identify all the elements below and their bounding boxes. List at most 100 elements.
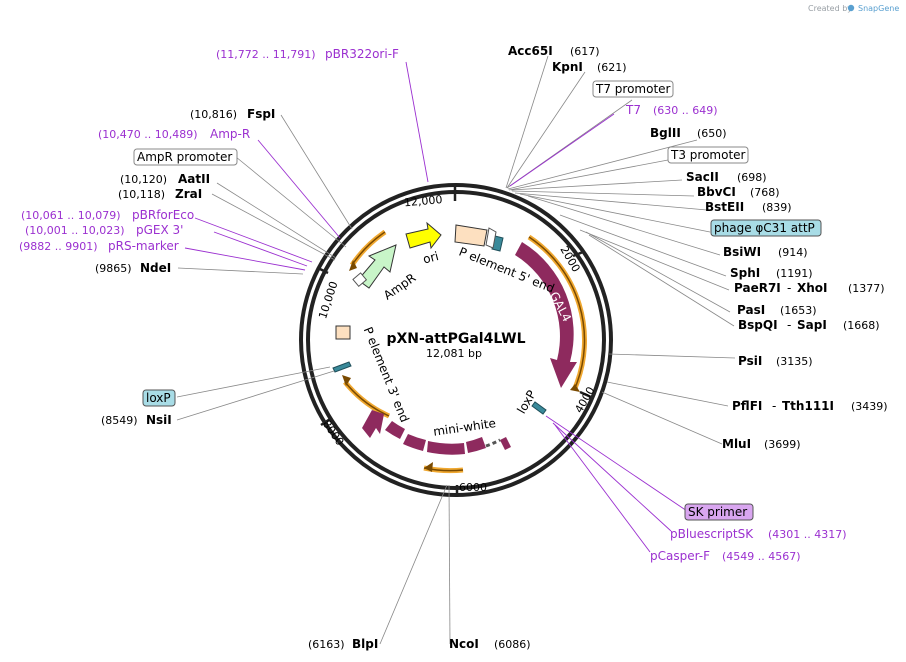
site-fspi-pos: (10,816) <box>190 108 237 121</box>
site-bsteii[interactable]: BstEII <box>705 200 744 214</box>
primer-pbr322ori-range: (11,772 .. 11,791) <box>216 48 316 61</box>
site-bglii-pos: (650) <box>697 127 727 140</box>
primer-pcasper[interactable]: pCasper-F <box>650 549 710 563</box>
tick-label-12000: 12,000 <box>403 193 442 209</box>
snapgene-logo: SnapGene <box>858 4 899 13</box>
site-ndei[interactable]: NdeI <box>140 261 171 275</box>
ori-label: ori <box>421 249 440 267</box>
primer-ampr-range: (10,470 .. 10,489) <box>98 128 198 141</box>
left-site-labels: (10,816) FspI (10,120) AatII (10,118) Zr… <box>95 107 275 427</box>
ampr-promoter-label[interactable]: AmpR promoter <box>137 150 232 164</box>
primer-ampr[interactable]: Amp-R <box>210 127 250 141</box>
primer-pgex[interactable]: pGEX 3' <box>136 223 183 237</box>
arc-arrow-ampr <box>349 260 357 271</box>
site-aatii[interactable]: AatII <box>178 172 210 186</box>
boxed-labels: T7 promoter T3 promoter AmpR promoter ph… <box>133 80 822 521</box>
site-sacii-pos: (698) <box>737 171 767 184</box>
gal4-arrow[interactable] <box>515 242 577 388</box>
site-sapi-pos: (1668) <box>843 319 880 332</box>
site-bsteii-pos: (839) <box>762 201 792 214</box>
site-psii-pos: (3135) <box>776 355 813 368</box>
primer-t7[interactable]: T7 <box>625 103 641 117</box>
mini-white-label: mini-white <box>432 416 496 439</box>
site-aatii-pos: (10,120) <box>120 173 167 186</box>
loxp-left-feature[interactable] <box>332 361 352 373</box>
primer-pbluescriptsk[interactable]: pBluescriptSK <box>670 527 754 541</box>
site-tth111i-pos: (3439) <box>851 400 888 413</box>
tick-marks <box>317 187 592 497</box>
p5-feature[interactable] <box>454 224 488 247</box>
arc-arrow-gal4 <box>570 384 580 392</box>
site-kpni[interactable]: KpnI <box>552 60 583 74</box>
site-blpi[interactable]: BlpI <box>352 637 378 651</box>
site-bsiwi-pos: (914) <box>778 246 808 259</box>
primer-labels: (11,772 .. 11,791) pBR322ori-F T7 (630 .… <box>19 47 847 563</box>
leader-lines <box>176 55 736 645</box>
site-kpni-pos: (621) <box>597 61 627 74</box>
site-fspi[interactable]: FspI <box>247 107 275 121</box>
credit-text: Created by <box>808 4 852 13</box>
site-zrai[interactable]: ZraI <box>175 187 202 201</box>
ampr-label: AmpR <box>381 271 418 303</box>
primer-prs-range: (9882 .. 9901) <box>19 240 98 253</box>
site-nsii-pos: (8549) <box>101 414 138 427</box>
site-blpi-pos: (6163) <box>308 638 345 651</box>
site-xhoi[interactable]: XhoI <box>797 281 828 295</box>
site-bspqi-dash: - <box>787 318 791 332</box>
primer-pbrforeco-range: (10,061 .. 10,079) <box>21 209 121 222</box>
site-psii[interactable]: PsiI <box>738 354 762 368</box>
arc-arrow-white <box>424 462 433 472</box>
site-tth111i[interactable]: Tth111I <box>782 399 834 413</box>
site-nsii[interactable]: NsiI <box>146 413 172 427</box>
site-paer7i[interactable]: PaeR7I <box>734 281 781 295</box>
mini-white-intron <box>485 438 501 448</box>
site-bglii[interactable]: BglII <box>650 126 681 140</box>
attp-label[interactable]: phage φC31 attP <box>714 221 815 235</box>
site-pasi[interactable]: PasI <box>737 303 765 317</box>
site-xhoi-pos: (1377) <box>848 282 885 295</box>
primer-pbluescriptsk-range: (4301 .. 4317) <box>768 528 847 541</box>
primer-t7-range: (630 .. 649) <box>653 104 718 117</box>
mini-white-arrow[interactable] <box>362 408 511 455</box>
site-sacii[interactable]: SacII <box>686 170 719 184</box>
site-paer7i-dash: - <box>787 281 791 295</box>
ampr-promoter-feature[interactable] <box>352 272 368 287</box>
site-pflfi-dash: - <box>772 399 776 413</box>
right-site-labels: Acc65I (617) KpnI (621) BglII (650) SacI… <box>508 44 888 451</box>
primer-pbr322ori[interactable]: pBR322ori-F <box>325 47 399 61</box>
site-sphi[interactable]: SphI <box>730 266 760 280</box>
t7-feature[interactable] <box>485 227 497 249</box>
site-pasi-pos: (1653) <box>780 304 817 317</box>
bottom-site-labels: (6163) BlpI NcoI (6086) <box>308 637 531 651</box>
site-ncoi-pos: (6086) <box>494 638 531 651</box>
site-ndei-pos: (9865) <box>95 262 132 275</box>
plasmid-size: 12,081 bp <box>426 347 482 360</box>
ampr-arrow[interactable] <box>357 244 397 289</box>
site-mlui[interactable]: MluI <box>722 437 751 451</box>
p3-feature[interactable] <box>335 325 351 340</box>
t7-promoter-label[interactable]: T7 promoter <box>595 82 671 96</box>
loxp-left-label[interactable]: loxP <box>146 391 171 405</box>
site-bbvci-pos: (768) <box>750 186 780 199</box>
sk-primer-label[interactable]: SK primer <box>688 505 747 519</box>
site-acc65i[interactable]: Acc65I <box>508 44 553 58</box>
site-acc65i-pos: (617) <box>570 45 600 58</box>
site-bspqi[interactable]: BspQI <box>738 318 778 332</box>
ori-arrow[interactable] <box>405 221 442 250</box>
site-pflfi[interactable]: PflFI <box>732 399 762 413</box>
snapgene-icon <box>847 4 855 12</box>
primer-prs[interactable]: pRS-marker <box>108 239 179 253</box>
loxp-right-feature[interactable] <box>531 401 547 415</box>
t3-promoter-label[interactable]: T3 promoter <box>670 148 746 162</box>
site-sapi[interactable]: SapI <box>797 318 827 332</box>
site-mlui-pos: (3699) <box>764 438 801 451</box>
site-ncoi[interactable]: NcoI <box>449 637 479 651</box>
primer-leader-lines <box>184 61 691 553</box>
site-bsiwi[interactable]: BsiWI <box>723 245 761 259</box>
site-bbvci[interactable]: BbvCI <box>697 185 736 199</box>
arc-arrow-p3 <box>342 375 351 386</box>
site-sphi-pos: (1191) <box>776 267 813 280</box>
primer-pcasper-range: (4549 .. 4567) <box>722 550 801 563</box>
primer-pbrforeco[interactable]: pBRforEco <box>132 208 194 222</box>
